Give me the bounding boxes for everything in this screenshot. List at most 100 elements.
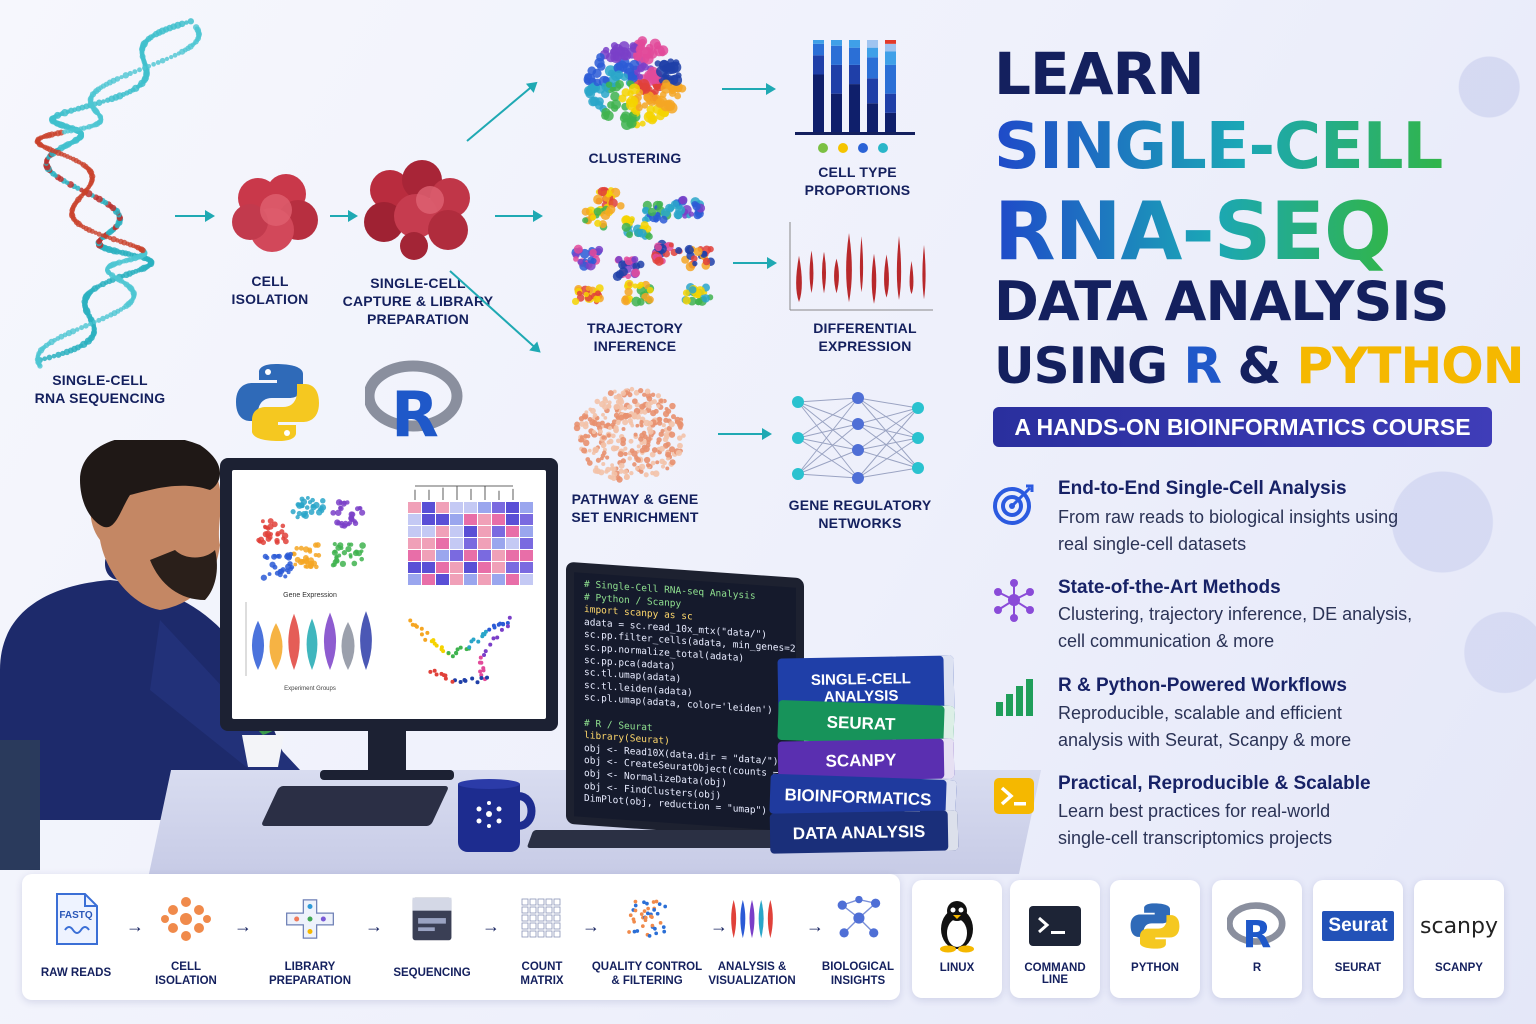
monitor-violin-title: Gene Expression xyxy=(283,592,337,599)
pipeline-step-quality-control: QUALITY CONTROL& FILTERING xyxy=(582,874,712,1000)
laptop-code-editor: # Single-Cell RNA-seq Analysis# Python /… xyxy=(584,579,796,822)
terminal-icon xyxy=(992,774,1036,818)
violin-icon xyxy=(727,894,777,944)
dna-helix-illustration xyxy=(34,18,203,369)
feature-desc-methods: Clustering, trajectory inference, DE ana… xyxy=(1058,604,1413,651)
book-title: BIOINFORMATICS xyxy=(784,784,932,809)
gene-regulatory-network-illustration xyxy=(792,392,924,484)
pipeline-step-analysis-visualization: ANALYSIS &VISUALIZATION xyxy=(702,874,802,1000)
tool-label: LINUX xyxy=(939,962,975,974)
svg-text:R: R xyxy=(391,378,439,440)
linux-penguin-icon xyxy=(927,898,987,954)
tool-label: PYTHON xyxy=(1131,962,1179,974)
python-logo-icon xyxy=(1125,898,1185,954)
scanpy-logo-text: scanpy xyxy=(1420,913,1498,939)
network-icon xyxy=(992,578,1036,622)
tool-card-linux: LINUX xyxy=(912,880,1002,998)
pipeline-label: SEQUENCING xyxy=(393,967,471,979)
pipeline-arrow: → xyxy=(482,916,500,936)
scatter-icon xyxy=(622,894,672,944)
book-title: SEURAT xyxy=(826,712,896,734)
monitor-violin-xlabel: Experiment Groups xyxy=(284,686,336,692)
feature-heading-end-to-end: End-to-End Single-Cell Analysis xyxy=(1058,478,1347,499)
tool-label: R xyxy=(1252,962,1262,974)
monitor-stand xyxy=(368,731,406,773)
keyboard xyxy=(260,786,450,826)
title-amp: & xyxy=(1237,337,1281,395)
monitor-violin-plot xyxy=(245,602,372,676)
title-using: USING xyxy=(994,337,1168,395)
pipeline-step-sequencing: SEQUENCING xyxy=(382,874,482,1000)
monitor-heatmap-plot xyxy=(408,485,533,585)
svg-text:FASTQ: FASTQ xyxy=(59,910,93,921)
title-python: PYTHON xyxy=(1296,337,1525,395)
pipeline-arrow: → xyxy=(806,916,824,936)
tool-card-seurat: Seurat SEURAT xyxy=(1313,880,1403,998)
pipeline-label: ANALYSIS &VISUALIZATION xyxy=(708,961,796,987)
target-icon xyxy=(992,482,1036,526)
clustering-umap-illustration xyxy=(583,36,687,131)
flow-arrow xyxy=(466,82,537,142)
microfluidics-icon xyxy=(285,894,335,944)
title-line-learn: LEARN xyxy=(994,40,1205,108)
label-clustering: CLUSTERING xyxy=(588,150,682,166)
feature-heading-methods: State-of-the-Art Methods xyxy=(1058,577,1281,598)
terminal-icon xyxy=(1025,898,1085,954)
svg-text:R: R xyxy=(1243,913,1272,951)
tool-card-command-line: COMMAND LINE xyxy=(1010,880,1100,998)
feature-heading-workflows: R & Python-Powered Workflows xyxy=(1058,675,1347,696)
trajectory-inference-illustration xyxy=(571,186,715,307)
pipeline-label: QUALITY CONTROL& FILTERING xyxy=(591,961,703,987)
seurat-logo-text: Seurat xyxy=(1322,911,1394,941)
matrix-icon xyxy=(517,894,567,944)
cell-isolation-illustration xyxy=(232,174,318,252)
book-title: DATA ANALYSIS xyxy=(792,821,926,843)
title-line-using: USING R & PYTHON xyxy=(994,337,1525,395)
network-icon xyxy=(833,894,883,944)
feature-heading-practical: Practical, Reproducible & Scalable xyxy=(1058,773,1371,794)
tool-label: SCANPY xyxy=(1435,962,1483,974)
pipeline-arrow: → xyxy=(234,916,252,936)
monitor-stand-base xyxy=(320,770,454,780)
r-logo-icon: R xyxy=(365,360,463,440)
monitor-umap-plot xyxy=(256,495,366,581)
pipeline-step-raw-reads: FASTQ RAW READS xyxy=(26,874,126,1000)
book-title: SCANPY xyxy=(825,749,897,771)
book-spine: DATA ANALYSIS xyxy=(769,810,959,854)
tool-label: COMMAND LINE xyxy=(1024,962,1086,986)
cell-type-proportions-chart xyxy=(795,40,915,153)
tool-card-scanpy: scanpy SCANPY xyxy=(1414,880,1504,998)
pathway-enrichment-illustration xyxy=(573,386,686,483)
tool-label: SEURAT xyxy=(1334,962,1382,974)
scanpy-logo-icon: scanpy xyxy=(1418,898,1500,954)
monitor-trajectory-plot xyxy=(408,615,512,685)
cell-capture-illustration xyxy=(364,160,470,260)
pipeline-arrow: → xyxy=(582,916,600,936)
title-r: R xyxy=(1183,337,1223,395)
bar-chart-icon xyxy=(992,676,1036,720)
tool-card-r: R R xyxy=(1212,880,1302,998)
fastq-file-icon: FASTQ xyxy=(51,893,101,945)
flow-arrow xyxy=(722,83,776,95)
pipeline-arrow: → xyxy=(365,916,383,936)
coffee-mug-illustration xyxy=(458,779,536,852)
flow-arrow xyxy=(733,257,777,269)
title-line-data-analysis: DATA ANALYSIS xyxy=(994,270,1449,333)
